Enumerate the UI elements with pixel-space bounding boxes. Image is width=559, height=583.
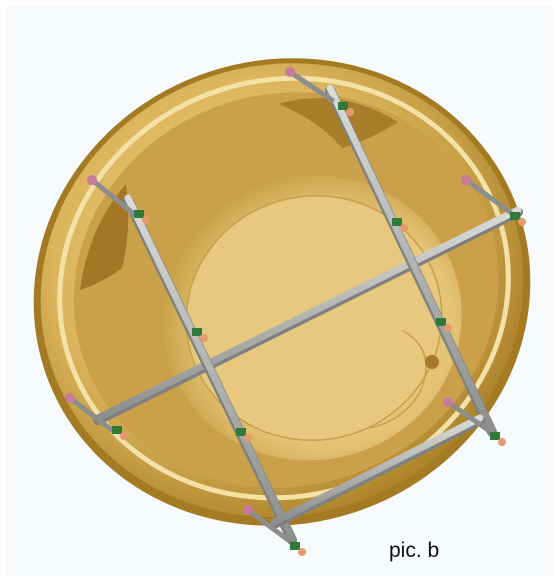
foot — [243, 505, 253, 515]
foot — [192, 328, 208, 342]
support-frame — [67, 69, 523, 545]
foot — [65, 393, 75, 403]
foot — [112, 426, 128, 440]
armrest-recess-left — [80, 184, 129, 290]
figure-caption: pic. b — [389, 539, 440, 562]
foot — [436, 318, 452, 332]
foot — [510, 212, 526, 226]
foot — [290, 542, 306, 556]
foot — [443, 397, 453, 407]
armrest-recess-top — [278, 98, 398, 148]
drain-hole — [425, 355, 439, 369]
foot — [338, 102, 354, 116]
foot — [461, 175, 471, 185]
foot — [134, 210, 150, 224]
foot — [87, 175, 97, 185]
foot — [490, 432, 506, 446]
foot — [285, 67, 295, 77]
foot — [236, 428, 252, 442]
adjustable-feet — [65, 67, 526, 556]
foot — [392, 218, 408, 232]
